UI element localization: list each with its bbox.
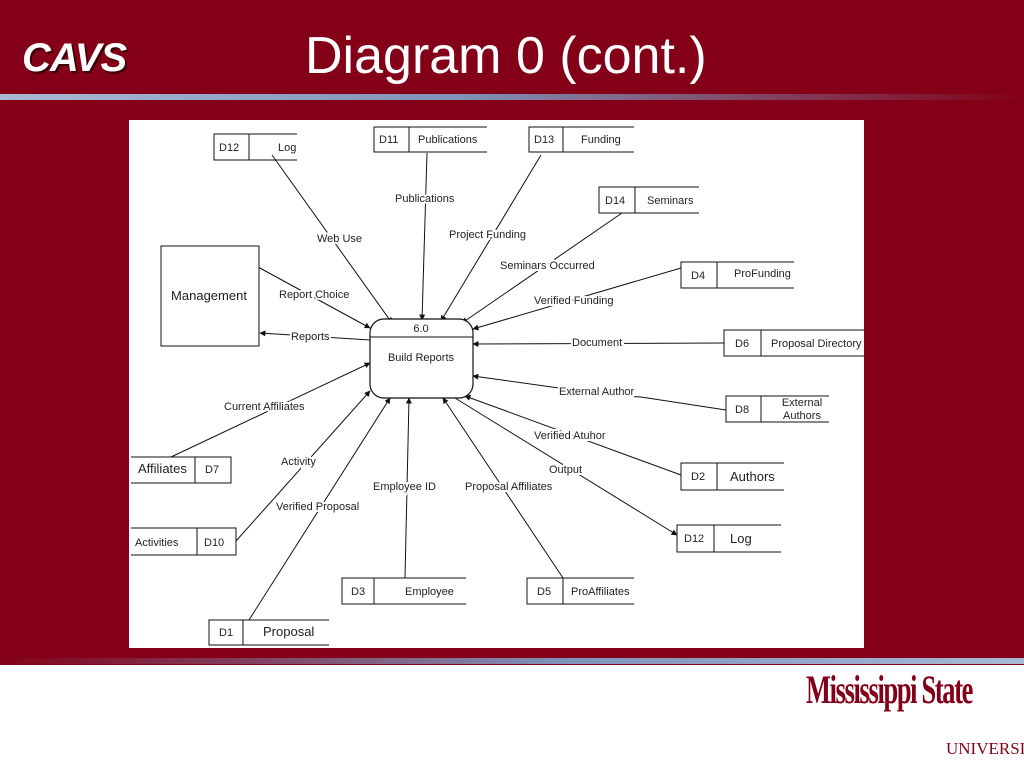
process-id: 6.0 — [413, 323, 428, 335]
data-flow-diagram: Web Use Publications Project Funding Sem… — [129, 120, 864, 648]
store-d10-name: Activities — [135, 537, 179, 549]
university-name: Mississippi State — [806, 667, 973, 712]
title-divider — [0, 94, 1024, 100]
store-d6-name: Proposal Directory — [771, 338, 862, 350]
flow-line-seminars-occurred — [461, 212, 623, 324]
process-name: Build Reports — [388, 352, 455, 364]
store-d12-top-name: Log — [278, 142, 296, 154]
store-d12-bottom-id: D12 — [684, 533, 704, 545]
university-subtitle: UNIVERSITY — [946, 739, 1024, 758]
flow-label-verified-funding: Verified Funding — [534, 295, 614, 307]
store-d13-funding — [528, 126, 634, 153]
flow-line-report-choice — [257, 266, 371, 329]
store-d7-id: D7 — [205, 464, 219, 476]
store-d13-name: Funding — [581, 134, 621, 146]
store-d12-bottom-name: Log — [730, 531, 752, 546]
store-d5-name: ProAffiliates — [571, 586, 630, 598]
store-d8-name-line2: Authors — [783, 410, 821, 422]
store-d7-affiliates — [131, 456, 232, 484]
store-d8-name-line1: External — [782, 397, 822, 409]
flow-label-seminars-occurred: Seminars Occurred — [500, 260, 595, 272]
store-d2-id: D2 — [691, 471, 705, 483]
store-d2-authors — [680, 462, 784, 491]
store-d14-name: Seminars — [647, 195, 694, 207]
store-d5-id: D5 — [537, 586, 551, 598]
flow-label-reports: Reports — [291, 331, 330, 343]
store-d10-activities — [131, 527, 237, 556]
store-d4-name: ProFunding — [734, 268, 791, 280]
university-logo: Mississippi State UNIVERSITY — [806, 667, 1024, 765]
flow-label-proposal-affiliates: Proposal Affiliates — [465, 481, 553, 493]
flow-line-employee-id — [404, 397, 412, 579]
store-d6-id: D6 — [735, 338, 749, 350]
store-d12-log-bottom — [676, 524, 781, 553]
store-d4-profunding — [680, 261, 794, 289]
cavs-logo: CAVS — [22, 36, 127, 80]
flow-line-verified-funding — [472, 267, 682, 331]
entity-management: Management — [160, 245, 260, 347]
flow-label-verified-atuhor: Verified Atuhor — [534, 430, 606, 442]
flow-line-external-author — [472, 373, 727, 411]
flow-line-reports — [259, 330, 371, 341]
store-d3-employee — [341, 577, 466, 605]
flow-label-employee-id: Employee ID — [373, 481, 436, 493]
bottom-divider — [0, 658, 1024, 664]
store-d8-external-authors — [725, 395, 829, 423]
store-d11-name: Publications — [418, 134, 478, 146]
store-d1-id: D1 — [219, 627, 233, 639]
store-d14-seminars — [598, 186, 699, 214]
store-d14-id: D14 — [605, 195, 625, 207]
flow-line-proposal-affiliates — [442, 397, 564, 579]
flow-line-verified-atuhor — [464, 395, 682, 476]
flow-label-publications: Publications — [395, 193, 455, 205]
store-d12-log-top — [213, 133, 297, 161]
diagram-canvas: Web Use Publications Project Funding Sem… — [131, 126, 864, 646]
flow-label-activity: Activity — [281, 456, 316, 468]
flow-line-document — [472, 340, 725, 347]
store-d11-publications — [373, 126, 487, 153]
store-d2-name: Authors — [730, 469, 775, 484]
process-build-reports: 6.0 Build Reports — [369, 318, 474, 399]
flow-line-output — [454, 397, 678, 536]
flow-line-verified-proposal — [248, 397, 391, 621]
store-d8-id: D8 — [735, 404, 749, 416]
flow-line-web-use — [271, 154, 393, 324]
flow-label-verified-proposal: Verified Proposal — [276, 501, 359, 513]
store-d3-id: D3 — [351, 586, 365, 598]
flow-label-output: Output — [549, 464, 582, 476]
store-d1-proposal — [208, 619, 329, 646]
slide-title: Diagram 0 (cont.) — [305, 27, 707, 85]
store-d6-proposal-directory — [723, 329, 864, 357]
flow-label-current-affiliates: Current Affiliates — [224, 401, 305, 413]
store-d13-id: D13 — [534, 134, 554, 146]
flow-line-project-funding — [440, 154, 542, 322]
store-d1-name: Proposal — [263, 624, 314, 639]
store-d12-top-id: D12 — [219, 142, 239, 154]
flow-label-report-choice: Report Choice — [279, 289, 349, 301]
store-d11-id: D11 — [379, 134, 398, 146]
flow-label-project-funding: Project Funding — [449, 229, 526, 241]
store-d5-proaffiliates — [526, 577, 634, 605]
flow-line-publications — [419, 152, 428, 321]
flow-label-web-use: Web Use — [317, 233, 362, 245]
store-d7-name: Affiliates — [138, 461, 187, 476]
store-d3-name: Employee — [405, 586, 454, 598]
flow-line-activity — [235, 390, 371, 542]
flow-label-document: Document — [572, 337, 622, 349]
flow-line-current-affiliates — [170, 362, 371, 458]
entity-management-label: Management — [171, 288, 247, 303]
store-d10-id: D10 — [204, 537, 224, 549]
flow-label-external-author: External Author — [559, 386, 635, 398]
store-d4-id: D4 — [691, 270, 705, 282]
